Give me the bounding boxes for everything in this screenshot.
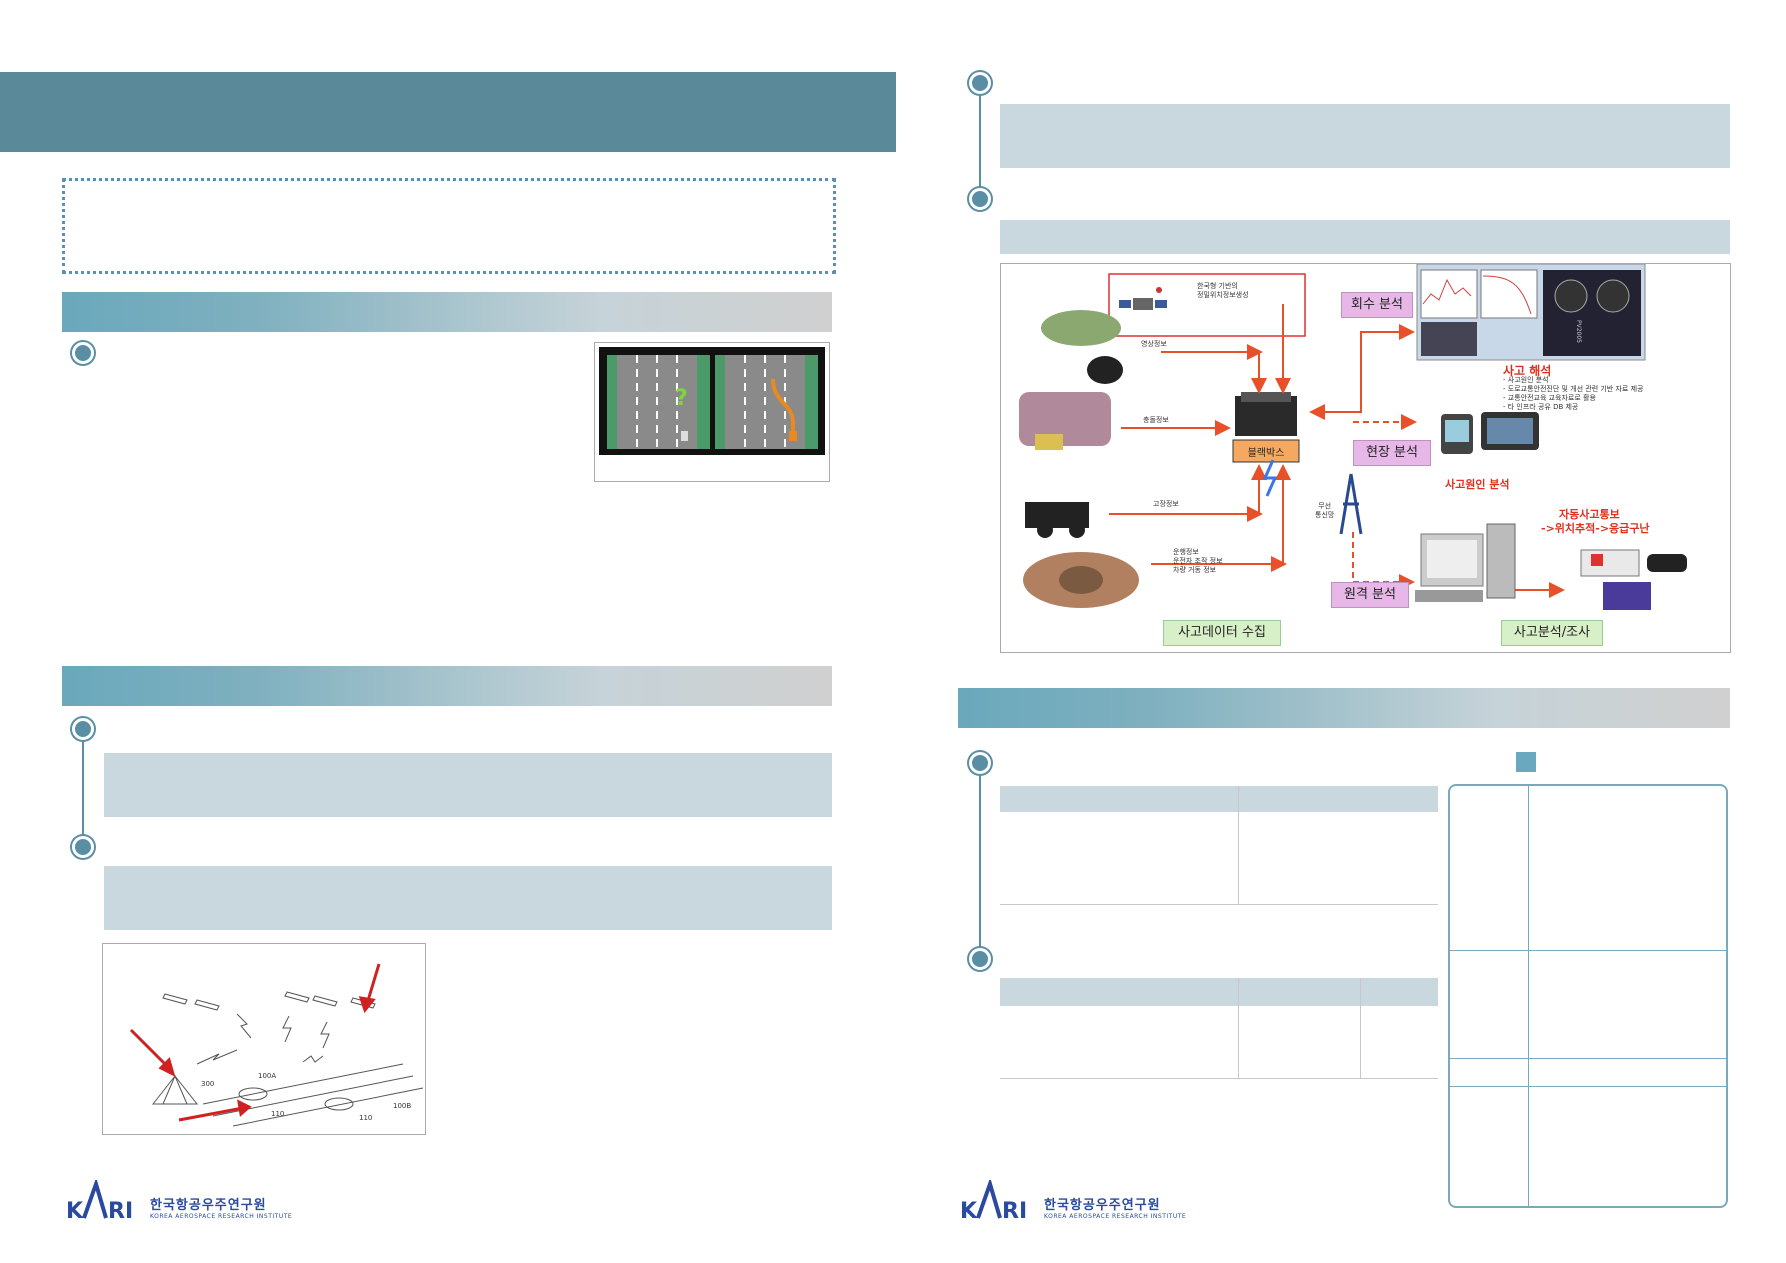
table-1-header [1000,786,1438,812]
drive-label: 운행정보 운전자 조작 정보 차량 거동 정보 [1173,548,1223,574]
panel-rule [1450,950,1726,951]
table-divider [1238,786,1239,904]
logo-korean: 한국항공우주연구원 [150,1198,267,1213]
bullet-icon [969,752,991,774]
fig-label-100b: 100B [393,1102,411,1110]
sidebar-info-panel [1448,784,1728,1208]
fig-label-100a: 100A [258,1072,276,1080]
accident-item: - 사고원인 분석 [1503,376,1549,384]
panel-divider [1528,786,1529,1206]
auto-report-line1: 자동사고통보 [1559,508,1620,521]
bullet-icon [72,718,94,740]
section-header-1 [62,292,832,332]
timeline-line [82,726,84,846]
legend-square-icon [1516,752,1536,772]
svg-text:K: K [66,1199,84,1222]
section-header-3 [958,688,1730,728]
accident-investigation-label: 사고분석/조사 [1501,620,1603,646]
accident-items: - 사고원인 분석 - 도로교통안전진단 및 개선 관련 기반 자료 제공 - … [1503,376,1643,412]
table-rule [1000,904,1438,905]
svg-text:RI: RI [108,1199,133,1222]
timeline-line [979,82,981,198]
fig-label-300: 300 [201,1080,214,1088]
wireless-label: 무선 통신망 [1315,502,1335,519]
kari-logo-mark: K RI [960,1180,1027,1222]
timeline-line [979,762,981,954]
info-box [104,866,832,930]
section-header-2 [62,666,832,706]
sat-label: 한국형 기반의 정밀위치정보생성 [1197,282,1249,299]
bullet-icon [969,188,991,210]
kari-logo-mark: K RI [66,1180,133,1222]
monitor-text: PV2005 [1575,320,1582,343]
logo-english: KOREA AEROSPACE RESEARCH INSTITUTE [1044,1213,1187,1220]
patent-figure: 300 100A 100B 110 110 [102,943,426,1135]
svg-text:RI: RI [1002,1199,1027,1222]
lane-change-figure: ? [594,342,830,482]
bullet-icon [969,72,991,94]
table-rule [1000,1078,1438,1079]
info-box [104,753,832,817]
accident-item: - 교통안전교육 교육자료로 활용 [1503,394,1596,402]
summary-box [62,178,836,274]
cause-analysis-label: 사고원인 분석 [1445,478,1510,491]
table-divider [1238,978,1239,1078]
fig-label-110b: 110 [359,1114,372,1122]
table-divider [1360,978,1361,1078]
auto-report-line2: ->위치추적->응급구난 [1541,522,1650,535]
page-title-bar [0,72,896,152]
panel-rule [1450,1058,1726,1059]
lane-change-image: ? [599,347,825,455]
logo-korean: 한국항공우주연구원 [1044,1198,1161,1213]
logo-english: KOREA AEROSPACE RESEARCH INSTITUTE [150,1213,293,1220]
blackbox-system-diagram: 한국형 기반의 정밀위치정보생성 영상정보 충돌정보 고장정보 운행정보 운전자… [1000,263,1731,653]
kari-logo: K RI 한국항공우주연구원 KOREA AEROSPACE RESEARCH … [66,1180,292,1222]
impact-label: 충돌정보 [1143,416,1169,424]
table-2-header [1000,978,1438,1006]
data-collection-label: 사고데이터 수집 [1163,620,1281,646]
accident-title: 사고 해석 [1503,364,1552,378]
fault-label: 고장정보 [1153,500,1179,508]
video-label: 영상정보 [1141,340,1167,348]
accident-item: - 타 인프라 공유 DB 제공 [1503,403,1579,411]
fig-label-110a: 110 [271,1110,284,1118]
bullet-icon [969,948,991,970]
accident-item: - 도로교통안전진단 및 개선 관련 기반 자료 제공 [1503,385,1644,393]
onsite-analysis-label: 현장 분석 [1353,440,1431,466]
svg-text:K: K [960,1199,978,1222]
info-box [1000,104,1730,168]
remote-analysis-label: 원격 분석 [1331,582,1409,608]
kari-logo: K RI 한국항공우주연구원 KOREA AEROSPACE RESEARCH … [960,1180,1186,1222]
patent-drawing: 300 100A 100B 110 110 [129,963,424,1127]
blackbox-label: 블랙박스 [1247,448,1285,459]
panel-rule [1450,1086,1726,1087]
retrieval-analysis-label: 회수 분석 [1341,292,1413,318]
bullet-icon [72,836,94,858]
diagram-graphics [1019,264,1687,610]
svg-text:?: ? [675,386,688,411]
diagram-caption-box [1000,220,1730,254]
bullet-icon [72,342,94,364]
